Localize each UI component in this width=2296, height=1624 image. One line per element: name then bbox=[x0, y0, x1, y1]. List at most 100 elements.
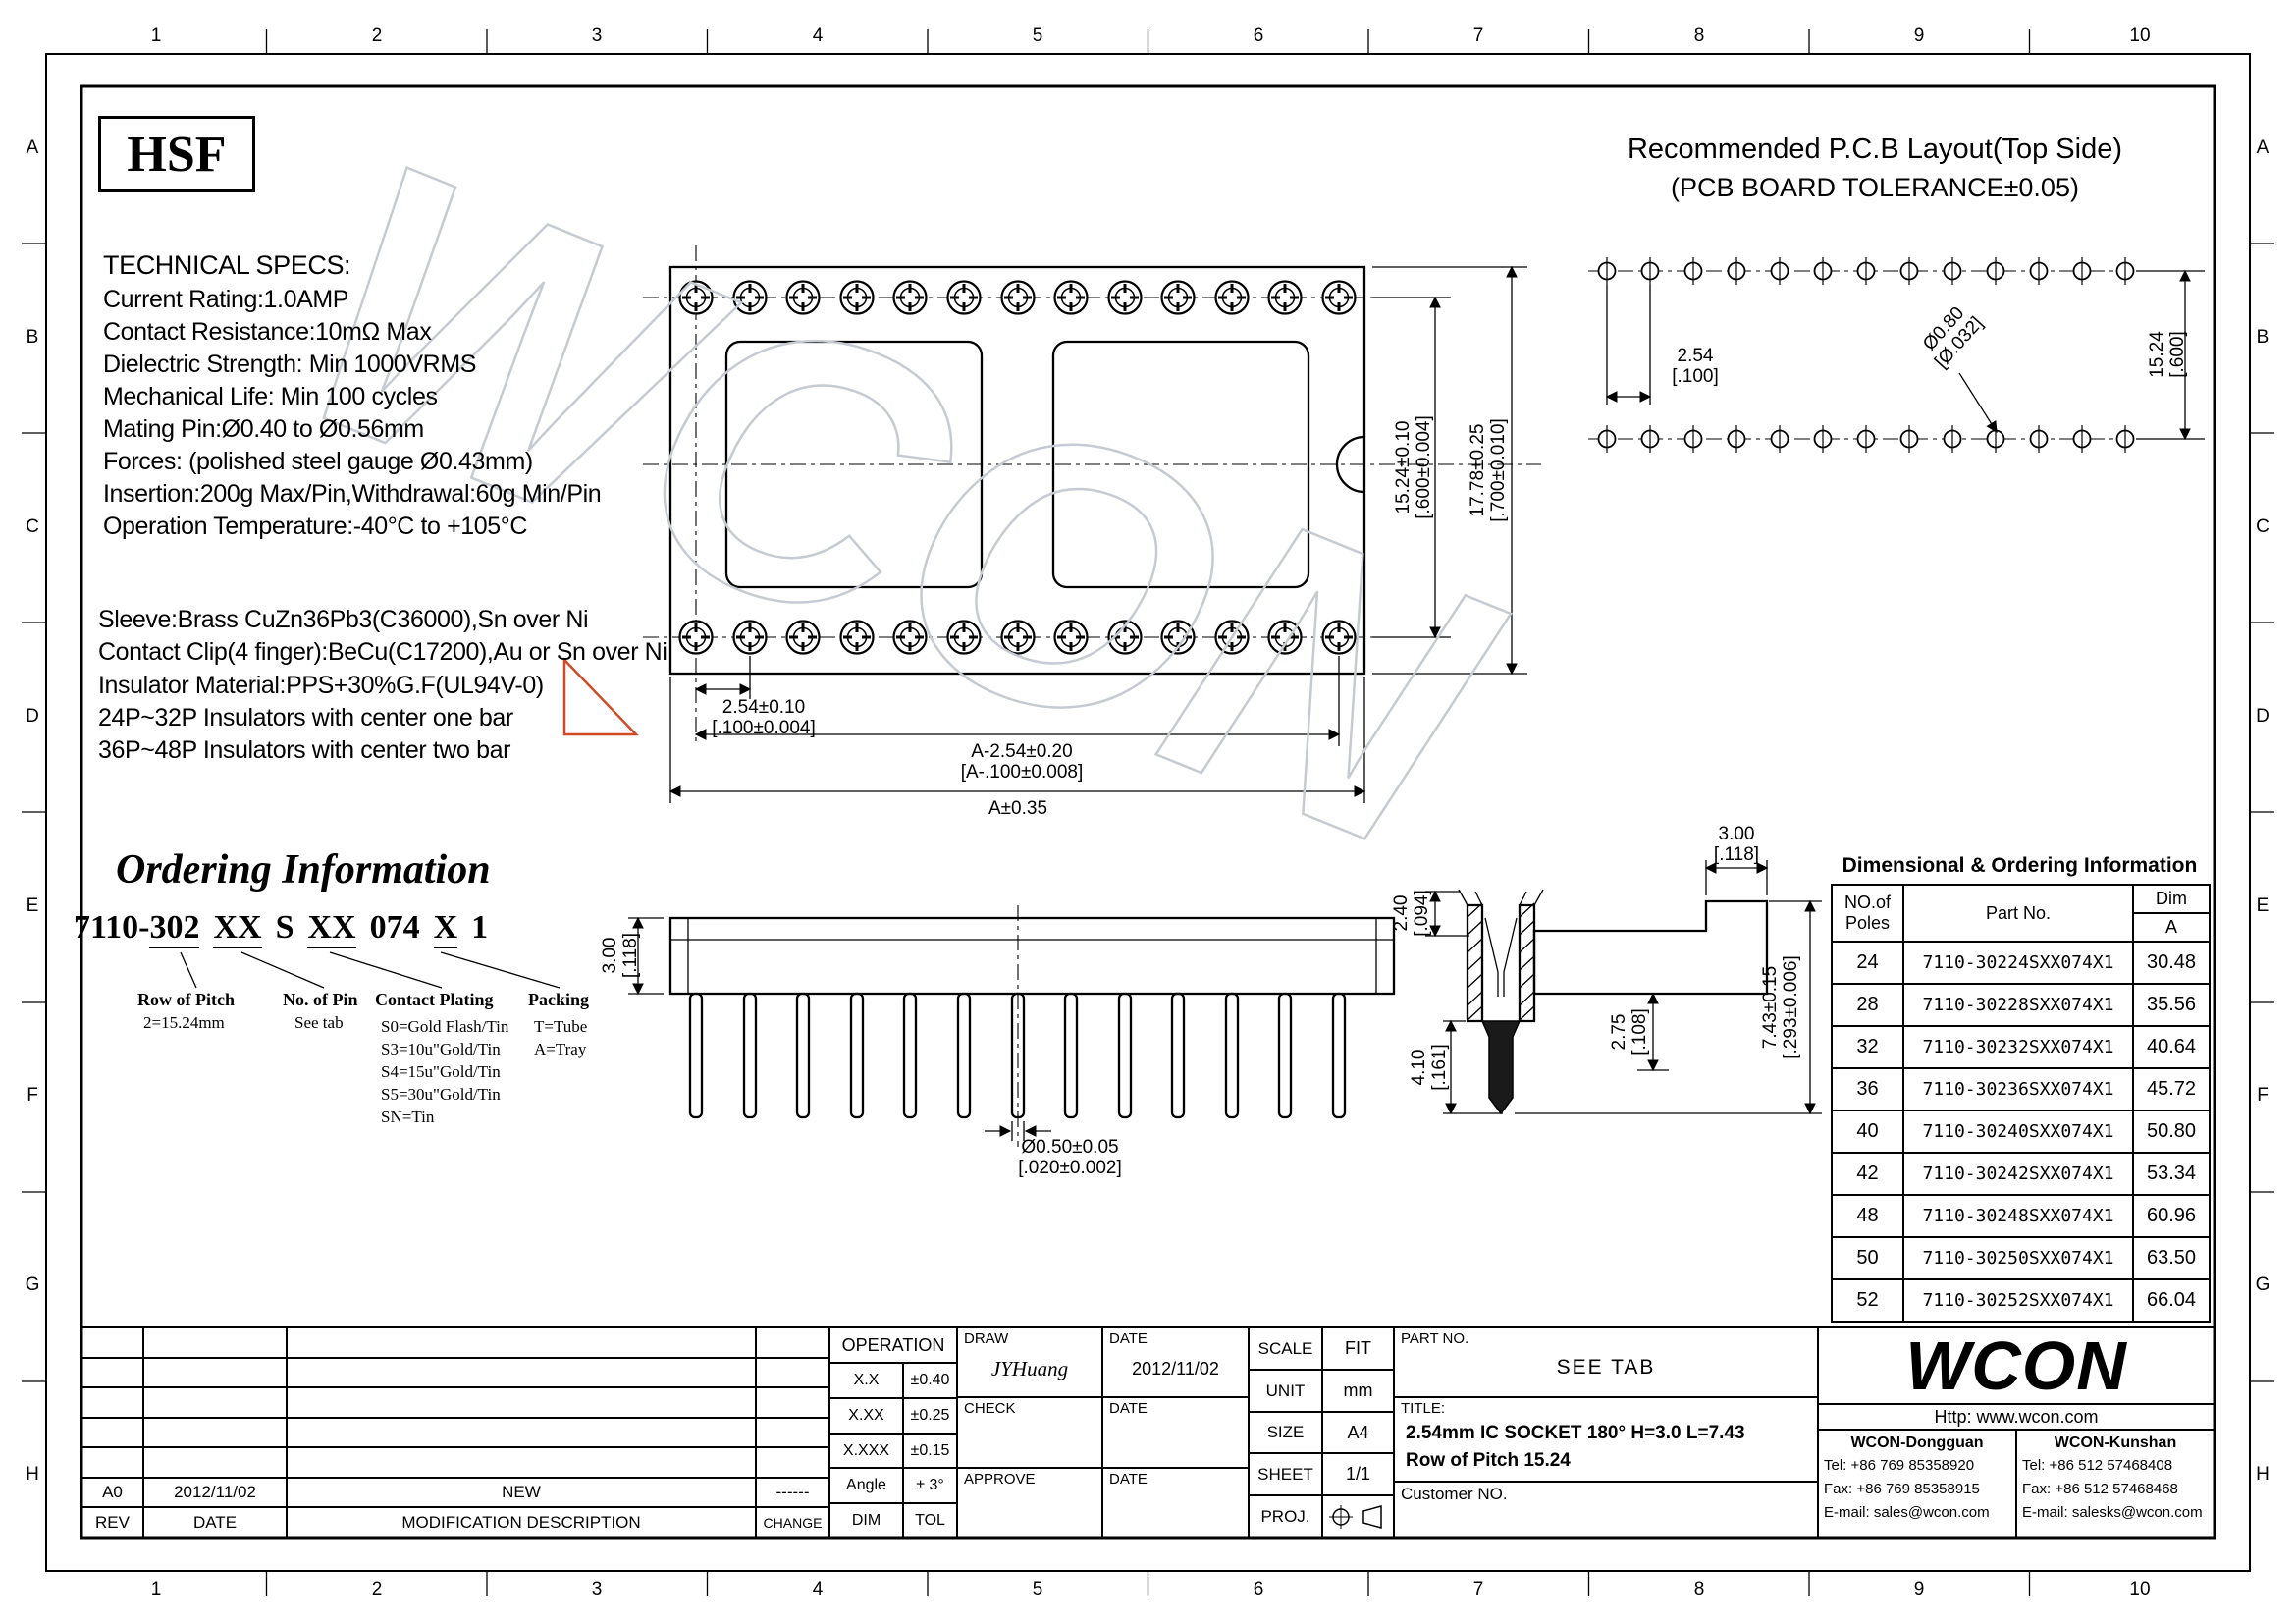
material-line: 36P~48P Insulators with center two bar bbox=[98, 736, 511, 764]
spec-line: Contact Resistance:10mΩ Max bbox=[103, 318, 432, 346]
insulator-section bbox=[1532, 899, 1769, 996]
tol-dim-label: X.XXX bbox=[842, 1441, 890, 1459]
zone-label: 3 bbox=[591, 1579, 603, 1599]
ordering-ann-plating-item: S4=15u"Gold/Tin bbox=[381, 1062, 501, 1081]
pn-segment-pins: XX bbox=[213, 909, 262, 948]
spec-line: Dielectric Strength: Min 1000VRMS bbox=[103, 351, 477, 378]
topview-dim-17.78: 17.78±0.25[.700±0.010] bbox=[1468, 418, 1509, 522]
ordering-ann-pitch-value: 2=15.24mm bbox=[143, 1013, 225, 1032]
zone-label: 9 bbox=[1913, 26, 1925, 46]
pn-segment: 074 bbox=[369, 909, 420, 946]
approve-cell: APPROVE bbox=[957, 1468, 1102, 1538]
material-line: Sleeve:Brass CuZn36Pb3(C36000),Sn over N… bbox=[98, 606, 589, 633]
scale-label: SCALE bbox=[1257, 1338, 1313, 1358]
tol-col-label: TOL bbox=[915, 1511, 945, 1529]
ordering-ann-pin-value: See tab bbox=[294, 1013, 344, 1032]
dongguan-tel: Tel: +86 769 85358920 bbox=[1824, 1457, 1975, 1474]
zone-label: C bbox=[2256, 516, 2269, 537]
tol-dim-value: ±0.25 bbox=[910, 1407, 950, 1424]
zone-label: 1 bbox=[150, 1579, 162, 1599]
pcb-layout-view bbox=[1588, 256, 2205, 454]
pn-segment-packing: X bbox=[433, 909, 458, 948]
zone-label: G bbox=[25, 1274, 40, 1295]
revision-header-date: DATE bbox=[192, 1512, 238, 1532]
kunshan-tel: Tel: +86 512 57468408 bbox=[2022, 1457, 2173, 1474]
size-value: A4 bbox=[1347, 1422, 1369, 1442]
revision-header-description: MODIFICATION DESCRIPTION bbox=[401, 1512, 641, 1532]
zone-label: C bbox=[26, 516, 39, 537]
material-line: 24P~32P Insulators with center one bar bbox=[98, 704, 513, 731]
ordering-ann-packing-item: A=Tray bbox=[534, 1040, 587, 1058]
company-website: Http: www.wcon.com bbox=[1934, 1406, 2099, 1427]
zone-label: 10 bbox=[2129, 26, 2151, 46]
pn-segment-pitch: 302 bbox=[149, 909, 200, 948]
pn-segment: 7110- bbox=[74, 909, 150, 946]
dongguan-office-name: WCON-Dongguan bbox=[1850, 1435, 1984, 1451]
polarity-notch bbox=[1335, 435, 1365, 494]
zone-label: A bbox=[2256, 137, 2269, 158]
title-cell: TITLE: 2.54mm IC SOCKET 180° H=3.0 L=7.4… bbox=[1394, 1397, 1818, 1482]
date-label: DATE bbox=[1109, 1330, 1148, 1347]
approve-date-cell: DATE bbox=[1102, 1468, 1249, 1538]
zone-label: 5 bbox=[1032, 26, 1043, 46]
projection-symbol bbox=[1322, 1495, 1394, 1538]
topview-dim-15.24: 15.24±0.10[.600±0.004] bbox=[1393, 415, 1434, 519]
topview-dim-A-2.54: A-2.54±0.20[A-.100±0.008] bbox=[960, 741, 1084, 783]
zone-label: D bbox=[26, 706, 39, 727]
draw-date: 2012/11/02 bbox=[1132, 1359, 1219, 1379]
unit-label: UNIT bbox=[1265, 1380, 1306, 1400]
proj-label: PROJ. bbox=[1260, 1506, 1310, 1526]
topview-dim-2.54: 2.54±0.10[.100±0.004] bbox=[712, 697, 816, 738]
detail-dim-7.43: 7.43±0.15[.293±0.006] bbox=[1760, 955, 1801, 1059]
z one-label: 8 bbox=[1693, 26, 1705, 46]
check-cell: CHECK bbox=[957, 1397, 1102, 1468]
zone-label: B bbox=[26, 327, 39, 348]
tol-angle-value: ± 3° bbox=[916, 1477, 944, 1493]
pcb-dim-15.24: 15.24[.600] bbox=[2147, 331, 2188, 378]
unit-value: mm bbox=[1343, 1380, 1373, 1400]
zone-label: 7 bbox=[1472, 26, 1484, 46]
spec-line: Operation Temperature:-40°C to +105°C bbox=[103, 513, 528, 540]
detail-dim-2.40: 2.40[.094] bbox=[1391, 890, 1432, 937]
spec-line: Current Rating:1.0AMP bbox=[103, 286, 349, 313]
pcb-layout-title: Recommended P.C.B Layout(Top Side) bbox=[1627, 134, 2123, 165]
zone-label: 6 bbox=[1253, 26, 1264, 46]
tol-dim-value: ±0.15 bbox=[910, 1441, 950, 1459]
zone-label: H bbox=[26, 1464, 39, 1485]
dongguan-fax: Fax: +86 769 85358915 bbox=[1824, 1481, 1980, 1497]
ordering-ann-pitch-title: Row of Pitch bbox=[137, 990, 235, 1009]
zone-label: 4 bbox=[812, 26, 824, 46]
wcon-logo: WCON bbox=[1905, 1327, 2127, 1404]
sheet-value: 1/1 bbox=[1345, 1464, 1371, 1484]
socket-top-view bbox=[643, 245, 1541, 803]
zone-label: 3 bbox=[591, 26, 603, 46]
revision-change: ------ bbox=[775, 1483, 810, 1501]
zone-label: 1 bbox=[150, 26, 162, 46]
section-hatching bbox=[1467, 902, 1535, 1021]
dim-table-title: Dimensional & Ordering Information bbox=[1842, 854, 2198, 877]
zone-label: 6 bbox=[1253, 1579, 1264, 1599]
kunshan-email: E-mail: salesks@wcon.com bbox=[2022, 1504, 2203, 1521]
contact-clip-fingers bbox=[1484, 917, 1518, 997]
zone-label: 7 bbox=[1472, 1579, 1484, 1599]
size-label: SIZE bbox=[1266, 1423, 1305, 1441]
revision-header-change: CHANGE bbox=[763, 1514, 823, 1531]
contact-tail-pin bbox=[1480, 1020, 1522, 1115]
revision-header-rev: REV bbox=[95, 1512, 130, 1532]
dim-col-label: DIM bbox=[851, 1511, 881, 1529]
ordering-ann-plating-item: S0=Gold Flash/Tin bbox=[381, 1017, 509, 1036]
pcb-dim-2.54: 2.54[.100] bbox=[1672, 346, 1719, 387]
ordering-ann-plating-item: S3=10u"Gold/Tin bbox=[381, 1040, 501, 1058]
draw-label: DRAW bbox=[964, 1330, 1009, 1347]
zone-label: A bbox=[26, 137, 39, 158]
socket-side-view bbox=[628, 905, 1396, 1147]
